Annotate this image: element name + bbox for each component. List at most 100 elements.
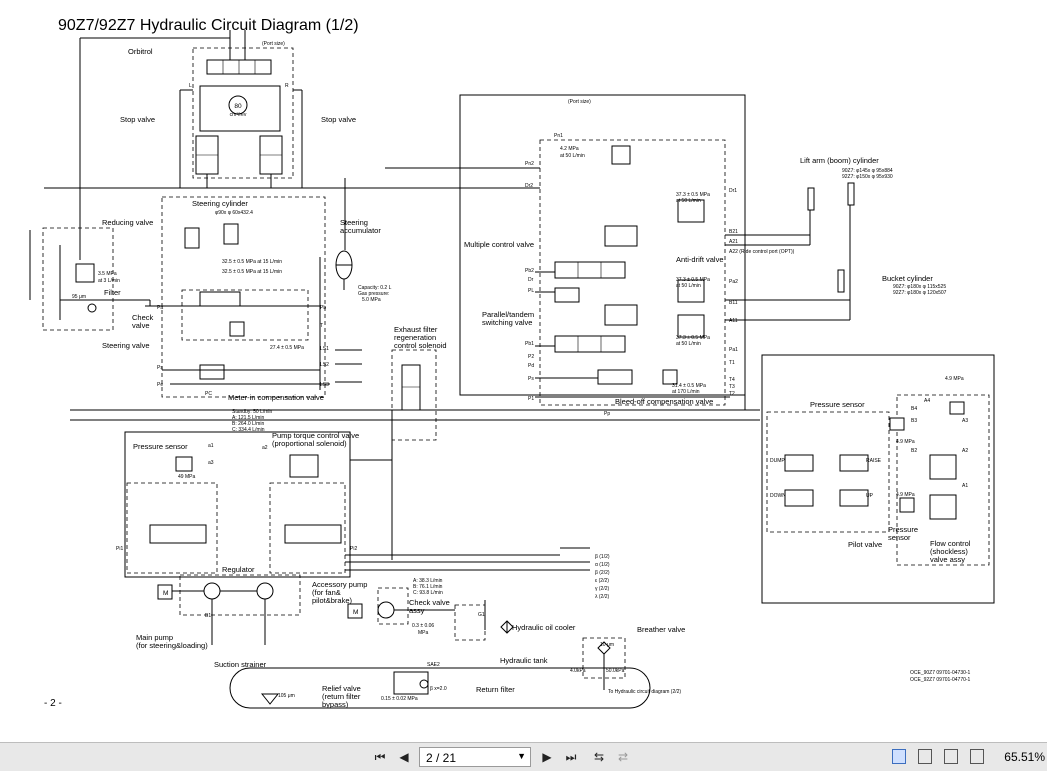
accumulator-label-2: accumulator xyxy=(340,226,381,235)
breather-pressure-2: 50.0kPa xyxy=(606,668,625,674)
pilot-flow-control-block xyxy=(761,354,995,604)
port-pp: Pp xyxy=(604,411,610,417)
relief-label-3: bypass) xyxy=(322,700,349,709)
port-a11: A11 xyxy=(729,318,738,324)
hydraulic-circuit-diagram: 80 cm³/rev Orbitrol Stop valve Stop valv… xyxy=(29,30,995,709)
two-page-continuous-icon[interactable] xyxy=(970,749,984,764)
port-dr1: Dr1 xyxy=(729,188,737,194)
accessory-motor-icon: M xyxy=(353,609,358,616)
port-a4: A4 xyxy=(924,398,930,404)
port-a2-pump: a2 xyxy=(262,445,268,451)
multiple-control-valve xyxy=(344,94,851,406)
single-page-view-icon[interactable] xyxy=(892,749,906,764)
port-pn2: Pn2 xyxy=(525,161,534,167)
strainer-mesh: 105 μm xyxy=(278,693,295,699)
lift-arm-spec-1: 90Z7: φ145x φ 95x884 xyxy=(842,168,893,174)
parallel-label-2: switching valve xyxy=(482,318,532,327)
stop-valve-left-label: Stop valve xyxy=(120,115,155,124)
spec-27-4: 27.4 ± 0.5 MPa xyxy=(270,345,304,351)
breather-pressure-1: 4.0kPa xyxy=(570,668,586,674)
chevron-down-icon: ▼ xyxy=(517,751,526,761)
spec-4-9-c: 4.9 MPa xyxy=(896,492,915,498)
first-page-icon[interactable]: ⏮ xyxy=(374,749,386,764)
page-number-mark: - 2 - xyxy=(44,698,62,709)
next-page-icon[interactable]: ▶ xyxy=(542,750,552,764)
regulator-label: Regulator xyxy=(222,565,255,574)
port-t4: T4 xyxy=(729,377,735,383)
relief-spec: 0.15 ± 0.02 MPa xyxy=(381,696,418,702)
exhaust-filter-label-2: regeneration xyxy=(394,333,436,342)
spec-49-mpa: 49 MPa xyxy=(178,474,195,480)
port-pn1: Pn1 xyxy=(554,133,563,139)
exhaust-filter-label-3: control solenoid xyxy=(394,341,447,350)
return-filter-label: Return filter xyxy=(476,685,515,694)
reducing-valve-flow: at 3 L/min xyxy=(98,278,120,284)
port-dr: Dr xyxy=(528,277,534,283)
steering-valve-block xyxy=(145,196,362,398)
page-selector[interactable]: 2 / 21 ▼ xyxy=(419,747,531,767)
spec-37-3-c: 37.3 ± 0.5 MPa xyxy=(676,335,710,341)
port-p2: P2 xyxy=(528,354,534,360)
multiple-control-valve-label: Multiple control valve xyxy=(464,240,534,249)
signal-4: ε (2/2) xyxy=(595,578,609,584)
relief-label-1: Relief valve xyxy=(322,684,361,693)
hydraulic-tank-label: Hydraulic tank xyxy=(500,656,548,665)
port-pl: PL xyxy=(528,288,534,294)
spec-32-5-a: 32.5 ± 0.5 MPa at 15 L/min xyxy=(222,259,282,265)
spec-32-5-b: 32.5 ± 0.5 MPa at 15 L/min xyxy=(222,269,282,275)
port-pb1: Pb1 xyxy=(525,341,534,347)
port-up: UP xyxy=(866,493,874,499)
steering-cylinder-spec: φ90x φ 60x432.4 xyxy=(215,210,253,216)
previous-page-icon[interactable]: ◀ xyxy=(399,750,409,764)
reducing-valve-pressure: 3.5 MPa xyxy=(98,271,117,277)
standby-3: B: 264.0 L/min xyxy=(232,421,264,427)
spec-37-3-b: 37.3 ± 0.5 MPa xyxy=(676,277,710,283)
go-forward-icon[interactable]: ⇄ xyxy=(617,750,629,764)
go-back-icon[interactable]: ⇆ xyxy=(593,750,605,764)
signal-1: β (1/2) xyxy=(595,554,610,560)
continuous-view-icon[interactable] xyxy=(918,749,932,764)
port-t2: T2 xyxy=(729,391,735,397)
standby-1: Standby: 50 L/min xyxy=(232,409,273,415)
signal-6: λ (2/2) xyxy=(595,594,610,600)
accessory-pump-block xyxy=(347,587,486,641)
accumulator-gas-value: 5.0 MPa xyxy=(362,297,381,303)
spec-37-3-c-flow: at 50 L/min xyxy=(676,341,701,347)
port-pb2: Pb2 xyxy=(525,268,534,274)
check-spec-2: MPa xyxy=(418,630,429,636)
port-ls3: LS3 xyxy=(320,382,329,388)
port-pc: PC xyxy=(205,391,212,397)
port-t1: T1 xyxy=(729,360,735,366)
sae2-label: SAE2 xyxy=(427,662,440,668)
port-l: L xyxy=(189,83,192,89)
spec-4-9-a: 4.9 MPa xyxy=(945,376,964,382)
signal-5: γ (2/2) xyxy=(595,586,610,592)
to-diagram-label: To Hydraulic circuit diagram (2/2) xyxy=(608,689,681,695)
port-ls2: LS2 xyxy=(320,362,329,368)
accessory-pump-label-3: pilot&brake) xyxy=(312,596,353,605)
flow-control-label-2: (shockless) xyxy=(930,547,968,556)
parallel-label-1: Parallel/tandem xyxy=(482,310,534,319)
signal-2: α (1/2) xyxy=(595,562,610,568)
last-page-icon[interactable]: ⏭ xyxy=(565,749,577,764)
port-ls1: LS1 xyxy=(320,346,329,352)
accumulator-label-1: Steering xyxy=(340,218,368,227)
oil-cooler-label: Hydraulic oil cooler xyxy=(512,623,576,632)
relief-label-2: (return filter xyxy=(322,692,361,701)
bucket-cylinder-label: Bucket cylinder xyxy=(882,274,933,283)
signal-3: β (2/2) xyxy=(595,570,610,576)
accessory-pump-label-1: Accessory pump xyxy=(312,580,367,589)
spec-31-4-flow: at 170 L/min xyxy=(672,389,700,395)
pump-torque-label-1: Pump torque control valve xyxy=(272,431,359,440)
accessory-pump-label-2: (for fan& xyxy=(312,588,341,597)
doc-code-1: OCE_90Z7 09701-04730-1 xyxy=(910,670,971,676)
two-page-view-icon[interactable] xyxy=(944,749,958,764)
lift-arm-label: Lift arm (boom) cylinder xyxy=(800,156,879,165)
bucket-spec-2: 92Z7: φ180x φ 120x507 xyxy=(893,290,947,296)
spec-31-4: 31.4 ± 0.5 MPa xyxy=(672,383,706,389)
port-pa2: Pa2 xyxy=(729,279,738,285)
lift-arm-cylinders xyxy=(807,182,855,293)
main-pump-block xyxy=(124,410,590,645)
zoom-level[interactable]: 65.51% xyxy=(1004,750,1045,764)
reducing-valve-label: Reducing valve xyxy=(102,218,153,227)
